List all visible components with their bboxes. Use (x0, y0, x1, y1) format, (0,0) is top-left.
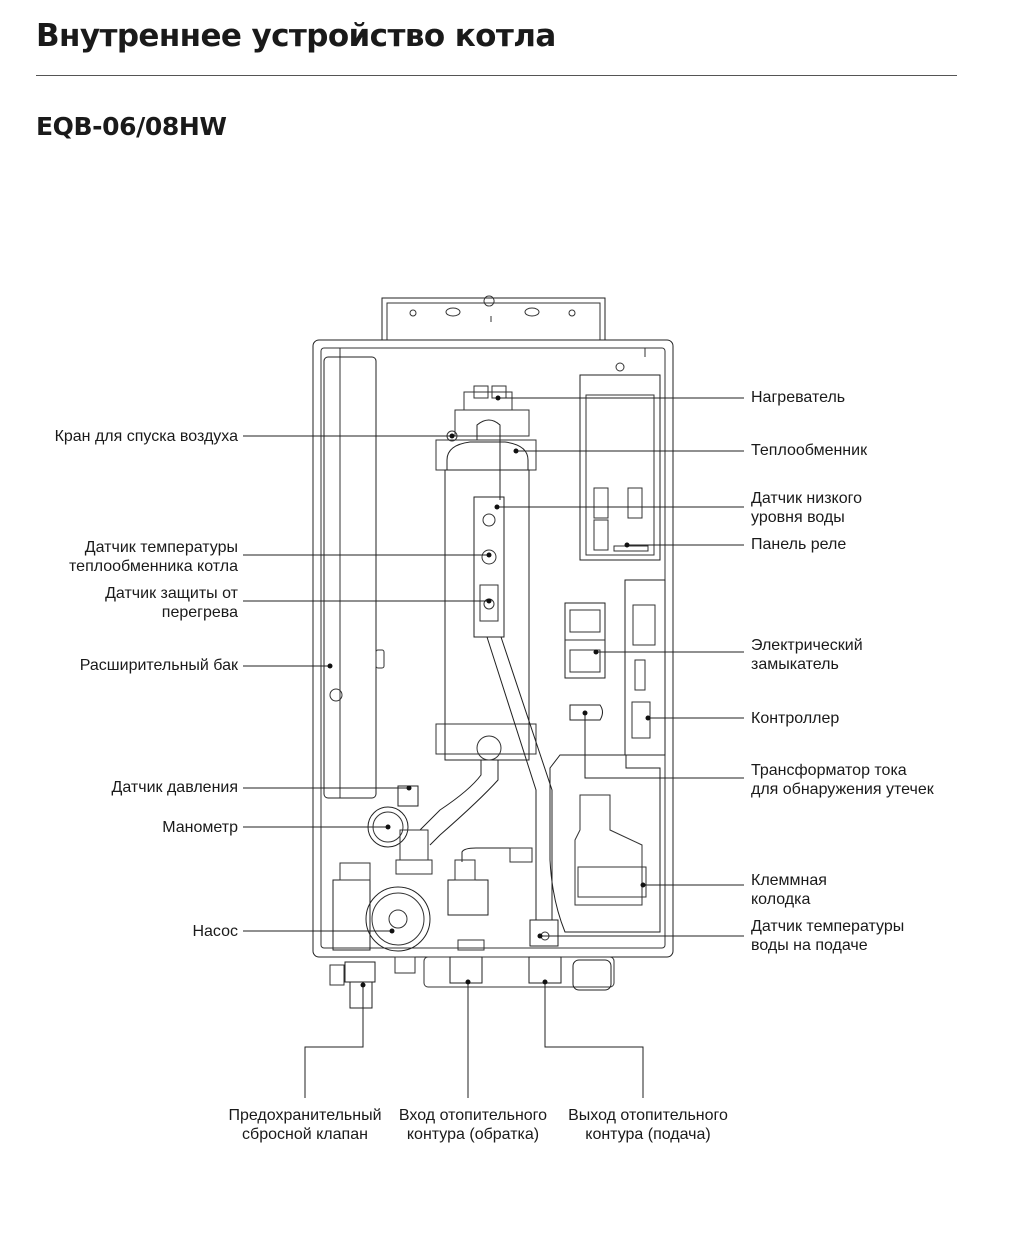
label-overheat-sensor: Датчик защиты от перегрева (105, 585, 238, 621)
controller-unit (624, 579, 666, 756)
model-heading: EQB-06/08HW (36, 112, 227, 141)
relay-panel (579, 362, 661, 561)
label-terminal-block: Клеммная колодка (751, 872, 827, 908)
label-contactor: Электрический замыкатель (751, 637, 863, 673)
label-leak-transformer: Трансформатор тока для обнаружения утече… (751, 762, 934, 798)
label-heat-exchanger: Теплообменник (751, 442, 868, 459)
label-manometer: Манометр (162, 819, 238, 836)
label-expansion-tank: Расширительный бак (79, 657, 238, 674)
page-title: Внутреннее устройство котла (36, 18, 556, 54)
label-return-inlet: Вход отопительного контура (обратка) (398, 1107, 548, 1143)
label-safety-valve: Предохранительный сбросной клапан (228, 1107, 382, 1143)
leader-lines-right (494, 395, 744, 939)
label-pressure-sensor: Датчик давления (111, 779, 238, 796)
label-supply-outlet: Выход отопительного контура (подача) (568, 1107, 728, 1143)
manometer-assembly (367, 785, 433, 875)
contactor (564, 602, 606, 679)
boiler-casing (312, 339, 674, 958)
terminal-box (549, 754, 661, 933)
label-relay-panel: Панель реле (751, 536, 847, 553)
label-low-water-sensor: Датчик низкого уровня воды (751, 490, 862, 526)
supply-sensor (529, 919, 559, 947)
bypass-valve (447, 847, 533, 951)
leader-lines-bottom (304, 979, 644, 1098)
expansion-tank (323, 356, 385, 799)
mounting-bracket (381, 295, 606, 340)
pump (332, 862, 431, 952)
leak-transformer (569, 704, 603, 721)
label-air-vent: Кран для спуска воздуха (54, 428, 238, 445)
title-divider (36, 75, 957, 76)
label-pump: Насос (192, 923, 238, 940)
leader-lines-left (243, 433, 492, 934)
label-controller: Контроллер (751, 710, 840, 727)
label-heater: Нагреватель (751, 389, 846, 406)
supply-pipe (419, 636, 553, 920)
label-supply-temp-sensor: Датчик температуры воды на подаче (751, 918, 905, 954)
sensor-bar (473, 419, 505, 638)
label-hx-temp-sensor: Датчик температуры теплообменника котла (69, 539, 238, 575)
bottom-fittings (329, 956, 615, 1009)
heat-exchanger (435, 385, 537, 761)
